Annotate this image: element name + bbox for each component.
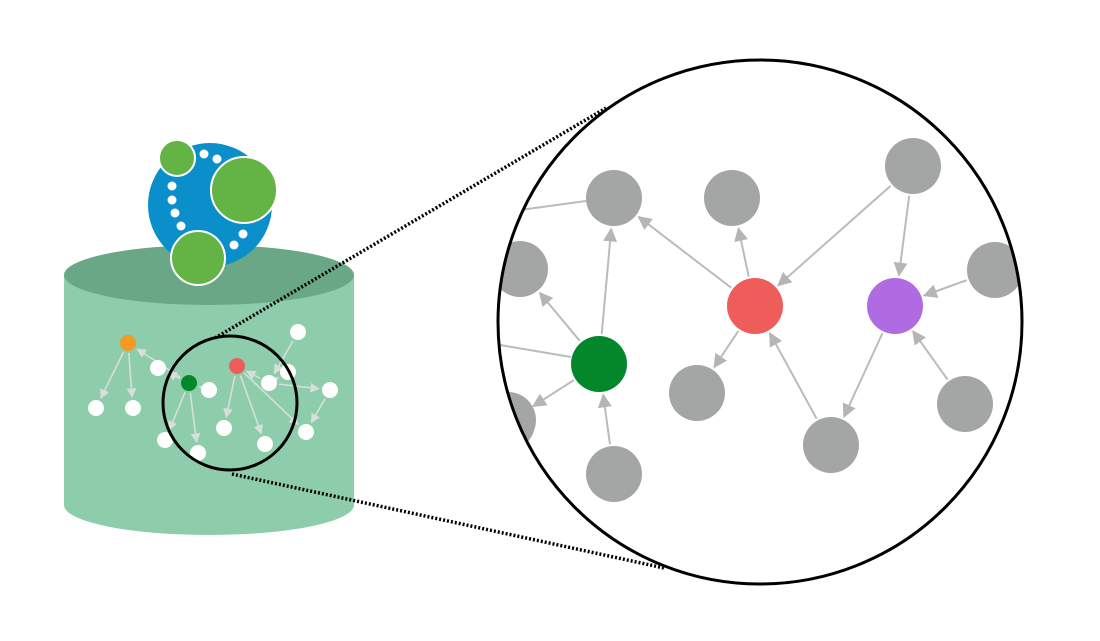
zoom-node-gray xyxy=(967,242,1022,298)
zoom-edge xyxy=(637,215,732,289)
mini-node-orange xyxy=(120,335,136,351)
mini-node-white xyxy=(261,375,277,391)
zoom-node-gray xyxy=(586,170,642,226)
logo-dot xyxy=(199,149,209,159)
mini-node-dark-green xyxy=(181,375,197,391)
zoom-node-gray xyxy=(586,446,642,502)
mini-graph-nodes xyxy=(88,324,338,461)
graph-logo-icon xyxy=(148,139,278,286)
mini-node-white xyxy=(257,436,273,452)
zoom-line-bottom xyxy=(231,472,665,570)
mini-edge xyxy=(245,370,261,380)
mini-edge xyxy=(273,340,294,375)
mini-node-red xyxy=(229,358,245,374)
mini-node-white xyxy=(201,382,217,398)
mini-edge xyxy=(126,352,137,398)
mini-node-white xyxy=(150,360,166,376)
mini-node-white xyxy=(190,445,206,461)
zoom-edge xyxy=(713,330,740,369)
logo-dot xyxy=(229,240,239,250)
magnifier-circle-icon xyxy=(161,334,299,472)
zoom-graph-edges xyxy=(499,185,968,445)
mini-edge xyxy=(189,392,201,444)
mini-edge xyxy=(100,351,125,399)
zoom-graph-nodes xyxy=(498,138,1022,502)
zoom-edge xyxy=(842,332,884,419)
mini-edge xyxy=(223,375,236,419)
zoom-edge-partial xyxy=(519,200,587,211)
zoom-node-gray xyxy=(803,417,859,473)
mini-node-white xyxy=(216,420,232,436)
zoom-edge xyxy=(893,195,911,277)
zoom-edge xyxy=(734,226,750,277)
logo-dot xyxy=(167,195,177,205)
mini-edge xyxy=(310,398,326,424)
logo-dot xyxy=(176,221,186,231)
zoom-edge xyxy=(912,330,949,381)
logo-node-medium xyxy=(170,230,226,286)
zoom-edge xyxy=(531,379,575,408)
zoom-edge xyxy=(922,279,968,298)
logo-dot xyxy=(238,229,248,239)
cylinder-body xyxy=(64,275,354,535)
mini-node-white xyxy=(322,382,338,398)
logo-dots xyxy=(167,149,248,250)
zoom-node-gray xyxy=(885,138,941,194)
zoom-circle-outline xyxy=(496,58,1024,586)
mini-node-white xyxy=(125,400,141,416)
zoom-edge xyxy=(538,291,581,342)
zoom-edge xyxy=(768,331,818,420)
mini-edge xyxy=(168,391,186,431)
logo-dot xyxy=(212,154,222,164)
zoom-edge xyxy=(777,185,892,287)
mini-edge xyxy=(278,382,321,393)
zoom-edge xyxy=(597,393,612,445)
zoom-node-gray xyxy=(669,365,725,421)
logo-node-large xyxy=(210,156,278,224)
dotted-zoom-lines xyxy=(214,106,665,570)
zoom-edge-partial xyxy=(499,344,572,358)
mini-node-white xyxy=(290,324,306,340)
zoom-node-gray xyxy=(937,376,993,432)
zoom-node-gray xyxy=(704,170,760,226)
logo-dot xyxy=(167,181,177,191)
mini-node-white xyxy=(88,400,104,416)
logo-node-small xyxy=(158,139,196,177)
zoom-node-dark-green xyxy=(571,336,627,392)
zoom-node-gray xyxy=(498,392,536,448)
mini-edge xyxy=(239,375,263,435)
logo-dot xyxy=(170,208,180,218)
mini-node-white xyxy=(298,424,314,440)
mini-node-white xyxy=(157,432,173,448)
mini-graph-edges xyxy=(100,340,326,444)
zoom-node-red xyxy=(727,278,783,334)
zoom-node-purple xyxy=(867,278,923,334)
mini-edge xyxy=(243,372,299,426)
zoom-edge xyxy=(600,227,618,335)
